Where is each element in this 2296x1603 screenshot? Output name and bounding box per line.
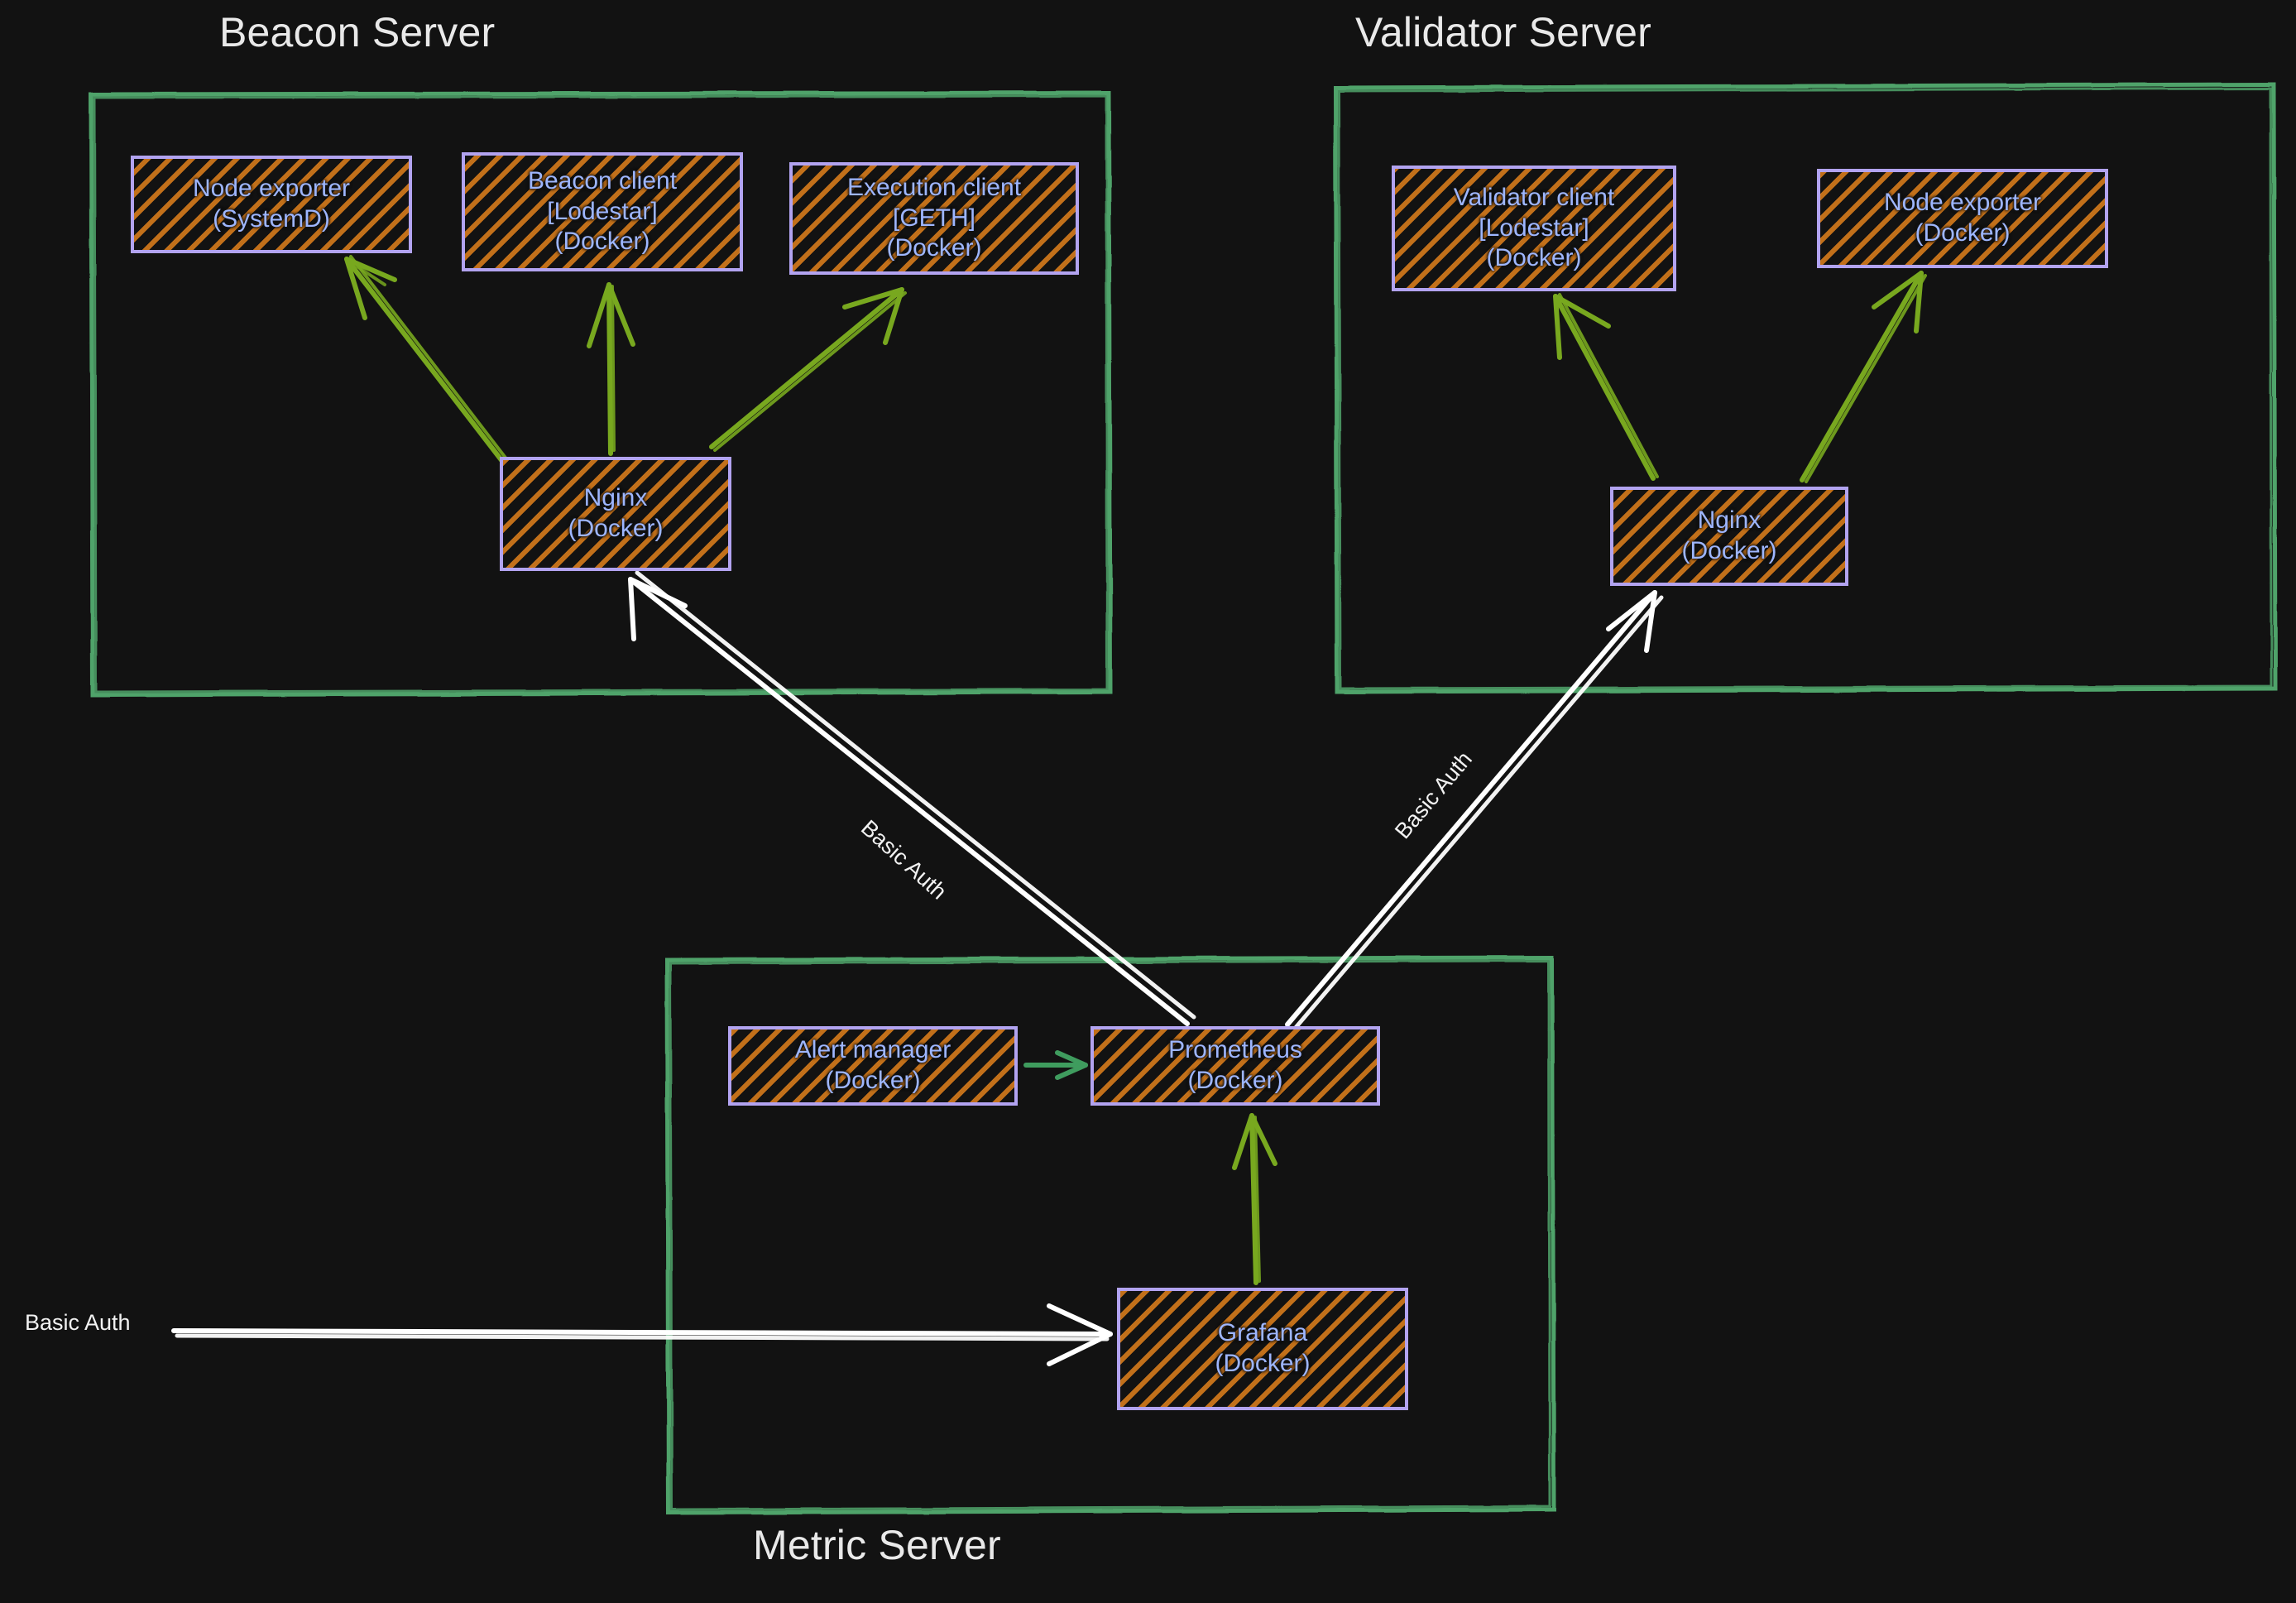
arrow-nginx-to-node-exporter [344, 255, 529, 492]
arrow-alert-manager-to-prometheus [1023, 1050, 1088, 1080]
arrow-grafana-to-prometheus [1232, 1113, 1277, 1285]
node-validator-node-exporter[interactable]: Node exporter (Docker) [1817, 169, 2108, 268]
node-validator-nginx[interactable]: Nginx (Docker) [1610, 487, 1848, 586]
group-title-beacon-server: Beacon Server [219, 9, 496, 55]
arrow-prometheus-to-validator-nginx [1285, 590, 1664, 1032]
node-prometheus[interactable]: Prometheus (Docker) [1090, 1026, 1380, 1106]
arrow-vnginx-to-node-exporter [1800, 271, 1927, 483]
node-validator-node-exporter-label: Node exporter (Docker) [1883, 189, 2042, 247]
arrow-nginx-to-beacon-client [587, 282, 635, 456]
node-grafana[interactable]: Grafana (Docker) [1117, 1288, 1408, 1410]
node-beacon-nginx-label: Nginx (Docker) [568, 484, 664, 542]
node-prometheus-label: Prometheus (Docker) [1168, 1036, 1302, 1094]
arrow-prometheus-to-beacon-nginx [628, 570, 1196, 1026]
arrow-nginx-to-execution-client [709, 287, 907, 452]
node-beacon-node-exporter[interactable]: Node exporter (SystemD) [131, 156, 412, 253]
arrow-vnginx-to-validator-client [1553, 293, 1659, 481]
edge-label-basic-auth-beacon: Basic Auth [856, 815, 951, 905]
node-alert-manager[interactable]: Alert manager (Docker) [728, 1026, 1018, 1106]
node-validator-nginx-label: Nginx (Docker) [1681, 506, 1777, 564]
node-beacon-node-exporter-label: Node exporter (SystemD) [192, 175, 351, 233]
edge-label-basic-auth-external: Basic Auth [25, 1310, 131, 1335]
node-execution-client[interactable]: Execution client [GETH] (Docker) [789, 162, 1079, 275]
node-grafana-label: Grafana (Docker) [1215, 1319, 1311, 1377]
node-validator-client-label: Validator client [Lodestar] (Docker) [1453, 184, 1615, 272]
node-beacon-client-label: Beacon client [Lodestar] (Docker) [527, 167, 678, 256]
node-beacon-nginx[interactable]: Nginx (Docker) [500, 457, 731, 571]
node-execution-client-label: Execution client [GETH] (Docker) [846, 174, 1022, 262]
node-validator-client[interactable]: Validator client [Lodestar] (Docker) [1392, 166, 1676, 291]
node-alert-manager-label: Alert manager (Docker) [794, 1036, 951, 1094]
group-title-validator-server: Validator Server [1355, 9, 1651, 55]
group-title-metric-server: Metric Server [753, 1522, 1001, 1568]
node-beacon-client[interactable]: Beacon client [Lodestar] (Docker) [462, 152, 743, 271]
edge-label-basic-auth-validator: Basic Auth [1390, 746, 1477, 844]
arrow-external-to-grafana [171, 1303, 1113, 1366]
